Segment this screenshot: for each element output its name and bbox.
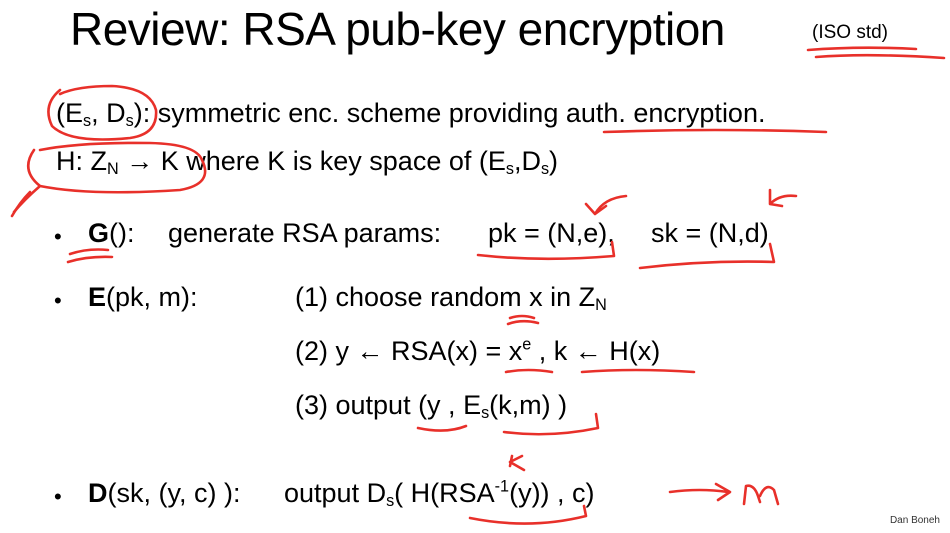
e-args: (pk, m): [106, 282, 198, 312]
auth-enc-underline [602, 128, 828, 134]
subscript: s [125, 112, 134, 131]
h-circle-tail [12, 184, 42, 214]
subscript: s [386, 492, 395, 511]
subscript: s [83, 112, 92, 131]
iso-underline-2 [814, 53, 946, 60]
sk-arrow [768, 188, 798, 208]
text-run: ) [549, 146, 559, 176]
text-run: ,D [513, 146, 541, 176]
d-args: (sk, (y, c) ): [107, 478, 241, 508]
g-description: generate RSA params: [168, 218, 442, 248]
text-run: (2) y ← RSA(x) = x [295, 336, 523, 366]
g-name: G [88, 218, 110, 248]
subscript: s [540, 160, 550, 179]
subscript: N [595, 296, 607, 315]
h-circle-tail-2 [10, 190, 32, 218]
xe-underline [504, 368, 554, 374]
text-run: symmetric enc. scheme providing [150, 98, 566, 128]
secret-key: sk = (N,d) [651, 218, 769, 248]
text-run: → K [118, 146, 187, 176]
auth-encryption-term: auth. encryption [565, 98, 758, 128]
e-name: E [88, 282, 107, 312]
author-credit: Dan Boneh [889, 515, 940, 526]
x-underline [508, 314, 536, 320]
g-function: G(): [88, 218, 135, 249]
subscript: s [505, 160, 514, 179]
d-output: output Ds( H(RSA-1(y)) , c) [284, 478, 595, 509]
bullet-dot: • [54, 484, 62, 509]
text-run: (y)) , c) [509, 478, 595, 508]
e-function: E(pk, m): [88, 282, 198, 313]
text-run: (1) choose random x in Z [295, 282, 596, 312]
k-mark [508, 454, 526, 472]
slide-title: Review: RSA pub-key encryption [70, 3, 725, 55]
iso-std-badge: (ISO std) [812, 22, 889, 43]
text-run: ): [133, 98, 151, 128]
text-run: output D [284, 478, 387, 508]
g-underline [68, 248, 110, 256]
kh-underline [580, 368, 696, 374]
text-run: (3) output (y , E [295, 390, 482, 420]
pk-arrow [584, 194, 628, 216]
definition-es-ds: (Es, Ds): symmetric enc. scheme providin… [56, 98, 765, 129]
text-run: ( H(RSA [394, 478, 495, 508]
m-annotation-label: m [745, 504, 747, 506]
public-key: pk = (N,e), [488, 218, 615, 248]
subscript: N [107, 160, 119, 179]
g-underline-2 [66, 255, 114, 264]
d-name: D [88, 478, 108, 508]
bullet-dot: • [54, 224, 62, 249]
y-underline [416, 424, 468, 432]
text-run: , k ← H(x) [531, 336, 661, 366]
superscript: -1 [494, 477, 510, 496]
bullet-dot: • [54, 288, 62, 313]
x-underline-2 [506, 319, 540, 326]
e-step-1: (1) choose random x in ZN [295, 282, 607, 313]
text-run: , D [91, 98, 126, 128]
text-run: H: Z [56, 146, 107, 176]
subscript: s [481, 404, 490, 423]
e-step-2: (2) y ← RSA(x) = xe , k ← H(x) [295, 336, 660, 367]
g-args: (): [109, 218, 135, 248]
m-annotation [742, 484, 780, 506]
d-function: D(sk, (y, c) ): [88, 478, 240, 509]
text-run: where K is key space of (E [186, 146, 506, 176]
text-run: . [757, 98, 766, 128]
definition-h: H: ZN → K where K is key space of (Es,Ds… [56, 146, 558, 177]
text-run: (k,m) ) [489, 390, 568, 420]
output-arrow [668, 482, 732, 502]
text-run: (E [56, 98, 83, 128]
superscript: e [522, 335, 532, 354]
e-step-3: (3) output (y , Es(k,m) ) [295, 390, 567, 421]
iso-underline [806, 46, 918, 52]
